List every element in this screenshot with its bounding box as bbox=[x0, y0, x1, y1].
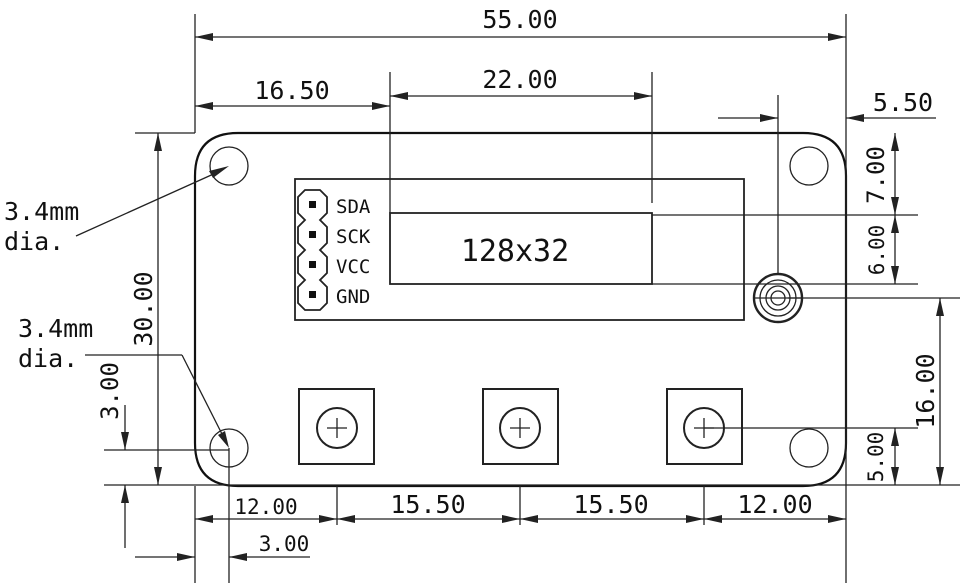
pin-square bbox=[309, 261, 316, 268]
extension-lines bbox=[85, 14, 960, 583]
dim-display-width: 22.00 bbox=[482, 65, 557, 94]
dim-button-right: 12.00 bbox=[737, 490, 812, 519]
mounting-holes bbox=[209, 146, 829, 468]
button-middle bbox=[482, 388, 559, 465]
dim-button-pitch-2: 15.50 bbox=[573, 490, 648, 519]
dim-overall-width: 55.00 bbox=[482, 5, 557, 34]
button-right bbox=[666, 388, 743, 465]
dim-hole-offset: 3.00 bbox=[96, 362, 124, 420]
dim-hole-inset: 3.00 bbox=[259, 532, 310, 556]
note-hole-bottom-line2: dia. bbox=[18, 344, 78, 373]
pin-label-vcc: VCC bbox=[336, 256, 370, 278]
pin-label-sck: SCK bbox=[336, 226, 371, 248]
dim-right-offset: 5.50 bbox=[873, 88, 933, 117]
dim-board-height: 30.00 bbox=[129, 271, 158, 346]
mounting-hole-top-left bbox=[209, 146, 249, 186]
dimension-lines bbox=[75, 33, 944, 561]
button-left bbox=[298, 388, 375, 465]
mounting-hole-bottom-right bbox=[789, 428, 829, 468]
pin-square bbox=[309, 201, 316, 208]
dim-button-pitch-1: 15.50 bbox=[390, 490, 465, 519]
oled-window bbox=[389, 212, 653, 285]
mounting-hole-top-right bbox=[789, 146, 829, 186]
board-outline bbox=[193, 131, 848, 488]
dim-bottom-offset: 5.00 bbox=[864, 432, 888, 483]
pin-header: SDA SCK VCC GND bbox=[297, 189, 371, 311]
push-buttons bbox=[298, 388, 743, 465]
dim-left-offset: 16.50 bbox=[254, 76, 329, 105]
display-resolution-label: 128x32 bbox=[461, 234, 569, 269]
pin-label-sda: SDA bbox=[336, 196, 371, 218]
dim-button-left: 12.00 bbox=[234, 495, 297, 519]
note-hole-top-line2: dia. bbox=[4, 227, 64, 256]
pin-square bbox=[309, 231, 316, 238]
pin-label-gnd: GND bbox=[336, 286, 370, 308]
dim-top-offset: 7.00 bbox=[862, 146, 890, 204]
dim-display-height: 6.00 bbox=[865, 225, 889, 276]
note-hole-bottom-line1: 3.4mm bbox=[18, 314, 93, 343]
note-hole-top-line1: 3.4mm bbox=[4, 197, 79, 226]
dim-encoder-height: 16.00 bbox=[911, 353, 940, 428]
pin-square bbox=[309, 291, 316, 298]
oled-module bbox=[294, 178, 745, 321]
